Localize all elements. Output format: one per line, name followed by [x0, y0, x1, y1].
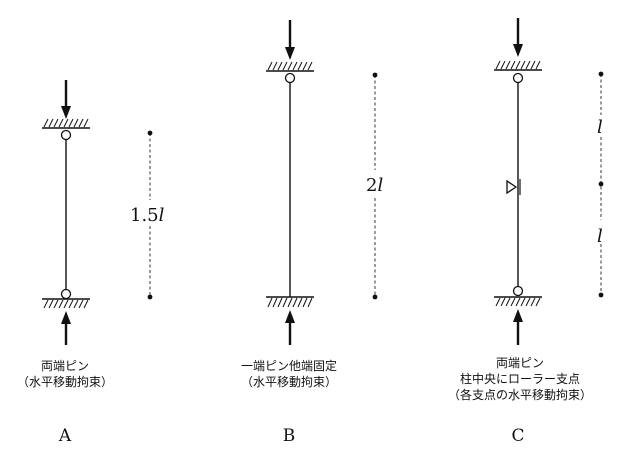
pin-top-icon: [512, 72, 524, 84]
caption-line-2: （水平移動拘束）: [17, 375, 113, 389]
caption-line-2: （水平移動拘束）: [241, 375, 337, 389]
pin-top-icon: [284, 72, 296, 84]
column-b: 2l 一端ピン他端固定 （水平移動拘束） B: [241, 20, 383, 446]
caption-line-1: 一端ピン他端固定: [241, 358, 337, 373]
top-support-hatch: [42, 118, 90, 129]
dimension-line: [372, 72, 378, 300]
arrowhead-up-icon: [285, 310, 295, 323]
arrowhead-down-icon: [285, 47, 295, 60]
label-letter: B: [283, 426, 296, 446]
column-c: l l 両端ピン 柱中央にローラー支点 （各支点の水平移動拘束） C: [448, 18, 604, 446]
top-support-hatch: [494, 60, 542, 71]
dimension-line: [147, 130, 153, 300]
label-letter: C: [511, 426, 524, 446]
pin-bottom-icon: [60, 288, 72, 300]
fixed-support-hatch: [266, 296, 314, 308]
pin-bottom-icon: [512, 285, 524, 297]
length-label: 2l: [366, 175, 383, 196]
arrowhead-up-icon: [61, 311, 71, 324]
length-label-lower: l: [597, 226, 603, 247]
pin-top-icon: [60, 129, 72, 141]
dimension-line: [598, 71, 604, 298]
column-a: 1.5l 両端ピン （水平移動拘束） A: [17, 80, 165, 446]
top-support-hatch: [266, 61, 314, 72]
arrowhead-down-icon: [61, 106, 71, 119]
bottom-support-hatch: [494, 296, 542, 307]
arrowhead-up-icon: [513, 309, 523, 322]
arrowhead-down-icon: [513, 44, 523, 57]
length-label-upper: l: [597, 117, 603, 138]
bottom-support-hatch: [42, 298, 90, 309]
length-label: 1.5l: [130, 205, 165, 226]
caption-line-1: 両端ピン: [41, 359, 89, 373]
label-letter: A: [58, 426, 72, 446]
caption-line-2: 柱中央にローラー支点: [460, 371, 580, 386]
caption-line-3: （各支点の水平移動拘束）: [448, 387, 592, 402]
roller-support-icon: [506, 179, 521, 195]
caption-line-1: 両端ピン: [496, 356, 544, 370]
